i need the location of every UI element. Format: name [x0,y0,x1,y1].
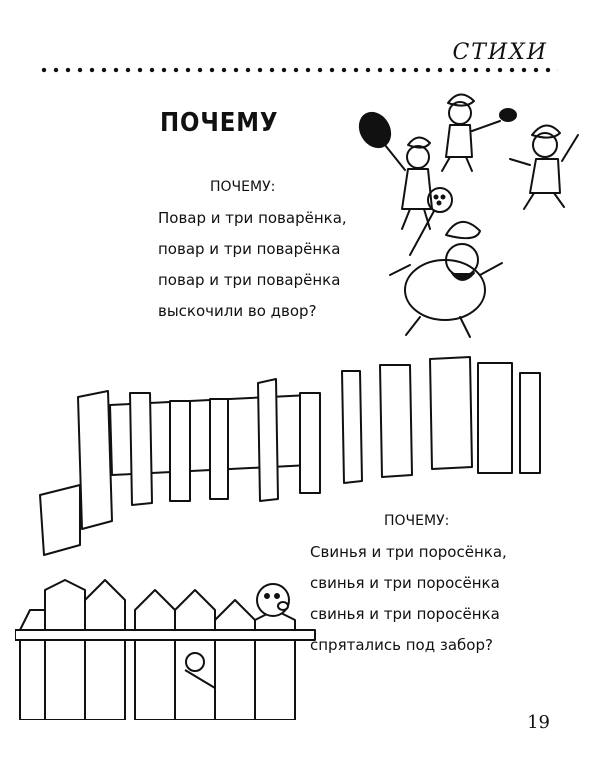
verse-2-line-2: свинья и три поросёнка [310,574,500,592]
verse-2: ПОЧЕМУ: Свинья и три поросёнка, свинья и… [310,506,507,661]
cooks-illustration [358,93,579,338]
long-fence-illustration [39,356,541,556]
section-label: СТИХИ [452,40,548,65]
verse-1-question: ПОЧЕМУ: [210,179,276,195]
verse-2-question: ПОЧЕМУ: [384,513,450,529]
verse-1-line-1: Повар и три поварёнка, [158,209,347,227]
poem-title: ПОЧЕМУ [160,108,279,138]
verse-1-line-2: повар и три поварёнка [158,240,341,258]
verse-1-line-4: выскочили во двор? [158,302,317,320]
verse-1: ПОЧЕМУ: Повар и три поварёнка, повар и т… [158,172,347,327]
short-fence-illustration [15,579,316,720]
verse-1-line-3: повар и три поварёнка [158,271,341,289]
verse-2-line-4: спрятались под забор? [310,636,493,654]
verse-2-line-1: Свинья и три поросёнка, [310,543,507,561]
page-number: 19 [527,712,550,733]
verse-2-line-3: свинья и три поросёнка [310,605,500,623]
dotted-divider [38,67,558,73]
